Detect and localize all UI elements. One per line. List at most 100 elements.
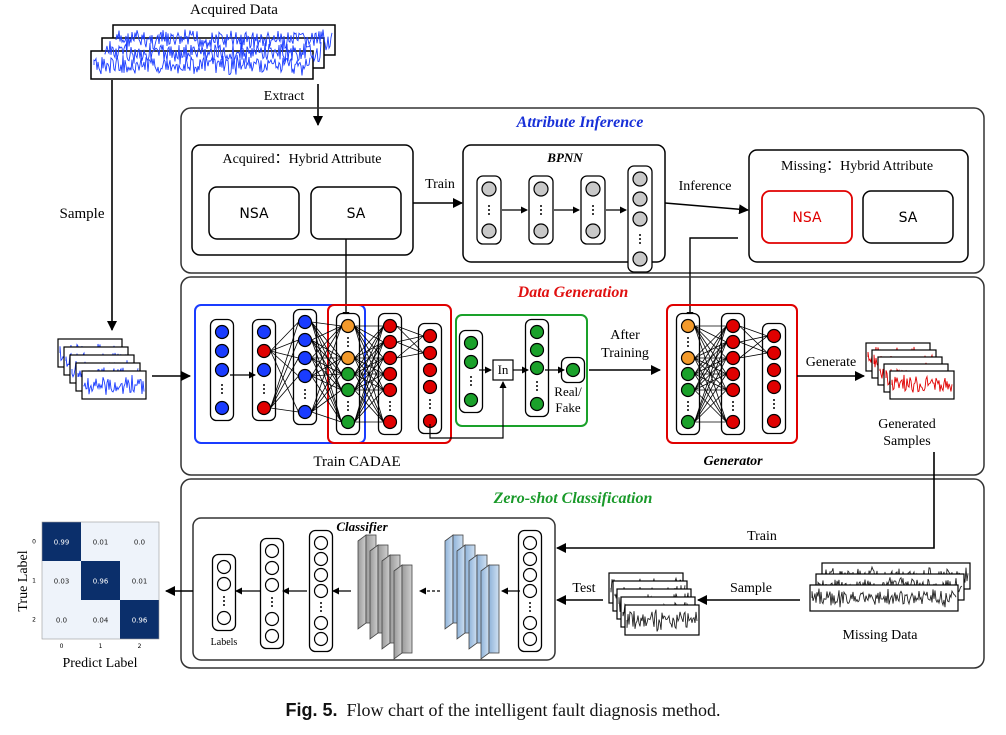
synapse bbox=[739, 325, 768, 354]
conv-feature-map bbox=[456, 544, 466, 640]
synapse bbox=[311, 325, 342, 359]
ellipsis-dot bbox=[540, 213, 542, 215]
synapse bbox=[694, 389, 727, 423]
synapse bbox=[694, 357, 727, 423]
synapse bbox=[739, 335, 768, 343]
synapse bbox=[311, 411, 342, 423]
neuron bbox=[680, 382, 696, 398]
bpnn-title: BPNN bbox=[546, 150, 583, 165]
neuron bbox=[680, 414, 696, 430]
synapse bbox=[354, 325, 384, 423]
real-label: Real/ bbox=[554, 384, 582, 399]
neuron bbox=[214, 324, 230, 340]
ellipsis-dot bbox=[223, 596, 225, 598]
synapse bbox=[270, 350, 299, 413]
synapse bbox=[270, 321, 299, 409]
neuron bbox=[340, 414, 356, 430]
train-arrow-bottom bbox=[556, 452, 935, 553]
caption-prefix: Fig. 5. bbox=[285, 700, 338, 720]
ellipsis-dot bbox=[271, 601, 273, 603]
synapse bbox=[694, 341, 727, 391]
train-label-top: Train bbox=[425, 177, 455, 192]
neuron bbox=[463, 392, 479, 408]
synapse bbox=[311, 389, 342, 413]
matrix-value: 0.96 bbox=[93, 578, 109, 586]
neuron bbox=[529, 342, 545, 358]
synapse bbox=[739, 352, 768, 359]
neuron bbox=[522, 551, 538, 567]
ellipsis-dot bbox=[639, 238, 641, 240]
neuron bbox=[216, 559, 232, 575]
synapse bbox=[311, 339, 342, 423]
synapse bbox=[354, 357, 384, 423]
synapse bbox=[311, 357, 342, 423]
matrix-value: 0.03 bbox=[54, 578, 70, 586]
synapse bbox=[354, 325, 384, 343]
synapse bbox=[354, 325, 384, 391]
pool-feature-map bbox=[381, 554, 391, 650]
col-tick: 0 bbox=[60, 643, 64, 650]
ellipsis-dot bbox=[263, 392, 265, 394]
synapse bbox=[270, 339, 299, 409]
neuron bbox=[340, 350, 356, 366]
synapse bbox=[354, 389, 384, 423]
neuron bbox=[680, 318, 696, 334]
missing-sa-label: SA bbox=[899, 210, 918, 226]
neuron bbox=[297, 368, 313, 384]
neuron bbox=[766, 328, 782, 344]
cadae-network bbox=[209, 308, 586, 439]
ellipsis-dot bbox=[271, 597, 273, 599]
sample-label-left: Sample bbox=[60, 206, 105, 222]
signal-wave bbox=[811, 588, 957, 608]
neuron bbox=[481, 181, 497, 197]
neuron bbox=[313, 583, 329, 599]
ellipsis-dot bbox=[304, 393, 306, 395]
matrix-value: 0.0 bbox=[134, 539, 145, 547]
generated-samples-stack bbox=[865, 342, 955, 400]
signal-wave bbox=[115, 29, 333, 51]
sample-label-bottom: Sample bbox=[730, 581, 772, 596]
synapse bbox=[311, 357, 342, 413]
neuron bbox=[632, 171, 648, 187]
ellipsis-dot bbox=[592, 213, 594, 215]
synapse bbox=[270, 350, 299, 377]
neuron bbox=[481, 223, 497, 239]
sa-box bbox=[310, 186, 402, 240]
pool-feature-map bbox=[369, 544, 379, 640]
ellipsis-dot bbox=[429, 403, 431, 405]
synapse bbox=[311, 357, 342, 391]
synapse bbox=[311, 321, 342, 375]
discriminator-box bbox=[455, 314, 588, 427]
ellipsis-dot bbox=[732, 401, 734, 403]
generator-box bbox=[666, 304, 798, 444]
neuron bbox=[565, 362, 581, 378]
neuron bbox=[680, 366, 696, 382]
missing-data-stack bbox=[809, 562, 971, 612]
synapse bbox=[354, 325, 384, 359]
ellipsis-dot bbox=[687, 409, 689, 411]
neuron bbox=[725, 318, 741, 334]
ellipsis-dot bbox=[347, 405, 349, 407]
neuron bbox=[529, 324, 545, 340]
ellipsis-dot bbox=[773, 399, 775, 401]
matrix-value: 0.0 bbox=[56, 617, 67, 625]
ellipsis-dot bbox=[320, 610, 322, 612]
neuron bbox=[632, 211, 648, 227]
ellipsis-dot bbox=[389, 401, 391, 403]
neuron bbox=[216, 610, 232, 626]
pool-feature-map bbox=[401, 564, 413, 654]
neuron bbox=[297, 314, 313, 330]
synapse bbox=[396, 352, 424, 359]
synapse bbox=[311, 373, 342, 413]
conv-feature-map bbox=[444, 534, 454, 630]
labels-text: Labels bbox=[211, 637, 238, 648]
neuron bbox=[256, 362, 272, 378]
ellipsis-dot bbox=[320, 606, 322, 608]
ellipsis-dot bbox=[347, 337, 349, 339]
after-label: After bbox=[610, 328, 640, 343]
neuron bbox=[214, 400, 230, 416]
neuron bbox=[533, 223, 549, 239]
neuron bbox=[533, 181, 549, 197]
data-generation-title: Data Generation bbox=[517, 284, 629, 301]
